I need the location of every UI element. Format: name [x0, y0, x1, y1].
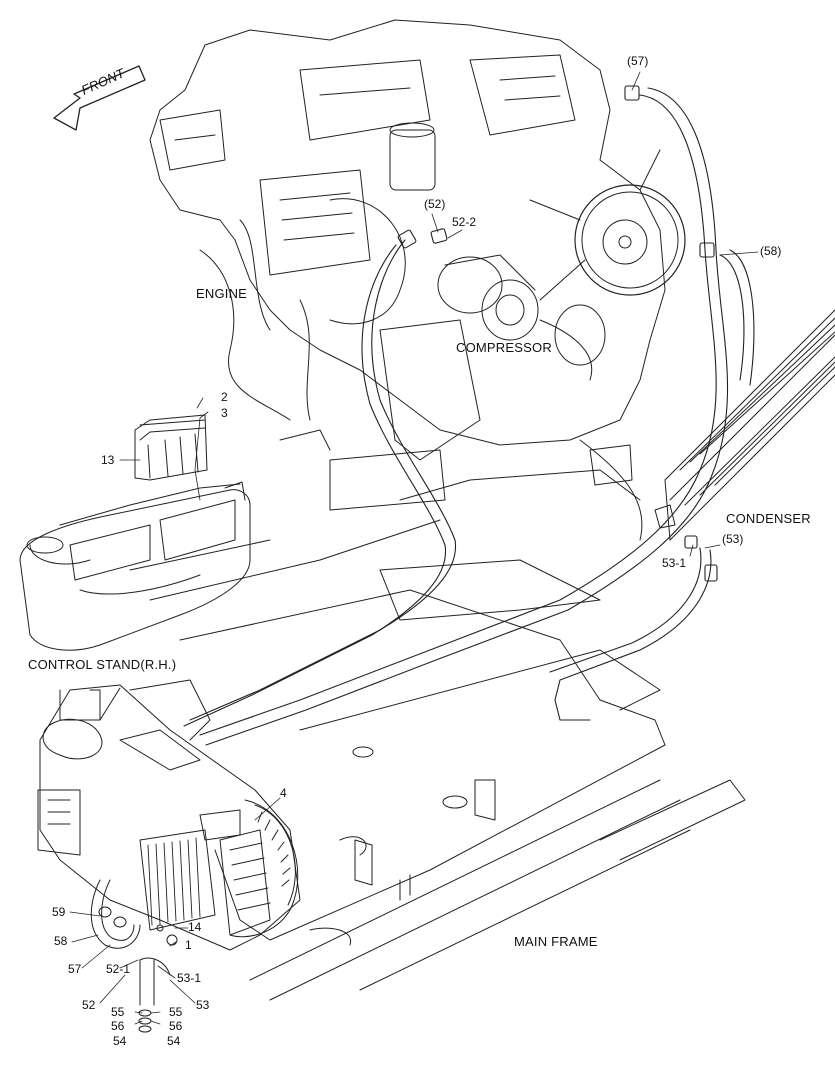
callout-58: 58 — [54, 934, 68, 948]
callout-14: 14 — [188, 920, 202, 934]
callout-2: 2 — [221, 390, 228, 404]
front-arrow-icon — [53, 65, 146, 131]
control-stand-drawing — [19, 414, 251, 651]
callout-4: 4 — [280, 786, 287, 800]
compressor-label: COMPRESSOR — [456, 340, 552, 355]
callout-58-right: (58) — [760, 244, 782, 258]
callout-57: 57 — [68, 962, 82, 976]
engine-label: ENGINE — [196, 286, 248, 301]
callout-52: 52 — [82, 998, 96, 1012]
callout-56-right: 56 — [169, 1019, 183, 1033]
condenser-drawing — [654, 309, 835, 541]
callout-54-right: 54 — [167, 1034, 181, 1048]
leader-lines — [69, 71, 759, 1025]
callout-52-2-top: 52-2 — [452, 215, 477, 229]
callout-53-1-right: 53-1 — [662, 556, 687, 570]
callout-56-left: 56 — [111, 1019, 125, 1033]
callout-52-1: 52-1 — [106, 962, 131, 976]
callout-1: 1 — [185, 938, 192, 952]
callout-54-left: 54 — [113, 1034, 127, 1048]
control-stand-label: CONTROL STAND(R.H.) — [28, 657, 177, 672]
callout-55-left: 55 — [111, 1005, 125, 1019]
callout-53: 53 — [196, 998, 210, 1012]
callout-53-1: 53-1 — [177, 971, 202, 985]
callout-55-right: 55 — [169, 1005, 183, 1019]
callout-13: 13 — [101, 453, 115, 467]
callout-3: 3 — [221, 406, 228, 420]
engine-drawing — [149, 19, 686, 461]
callout-53-right: (53) — [722, 532, 744, 546]
main-frame-drawing — [129, 429, 746, 1001]
callout-57-top: (57) — [627, 54, 649, 68]
ac-hoses — [183, 85, 755, 746]
condenser-label: CONDENSER — [726, 511, 811, 526]
callout-52-top: (52) — [424, 197, 446, 211]
callout-59: 59 — [52, 905, 66, 919]
hvac-unit-drawing — [37, 679, 301, 1033]
main-frame-label: MAIN FRAME — [514, 934, 598, 949]
